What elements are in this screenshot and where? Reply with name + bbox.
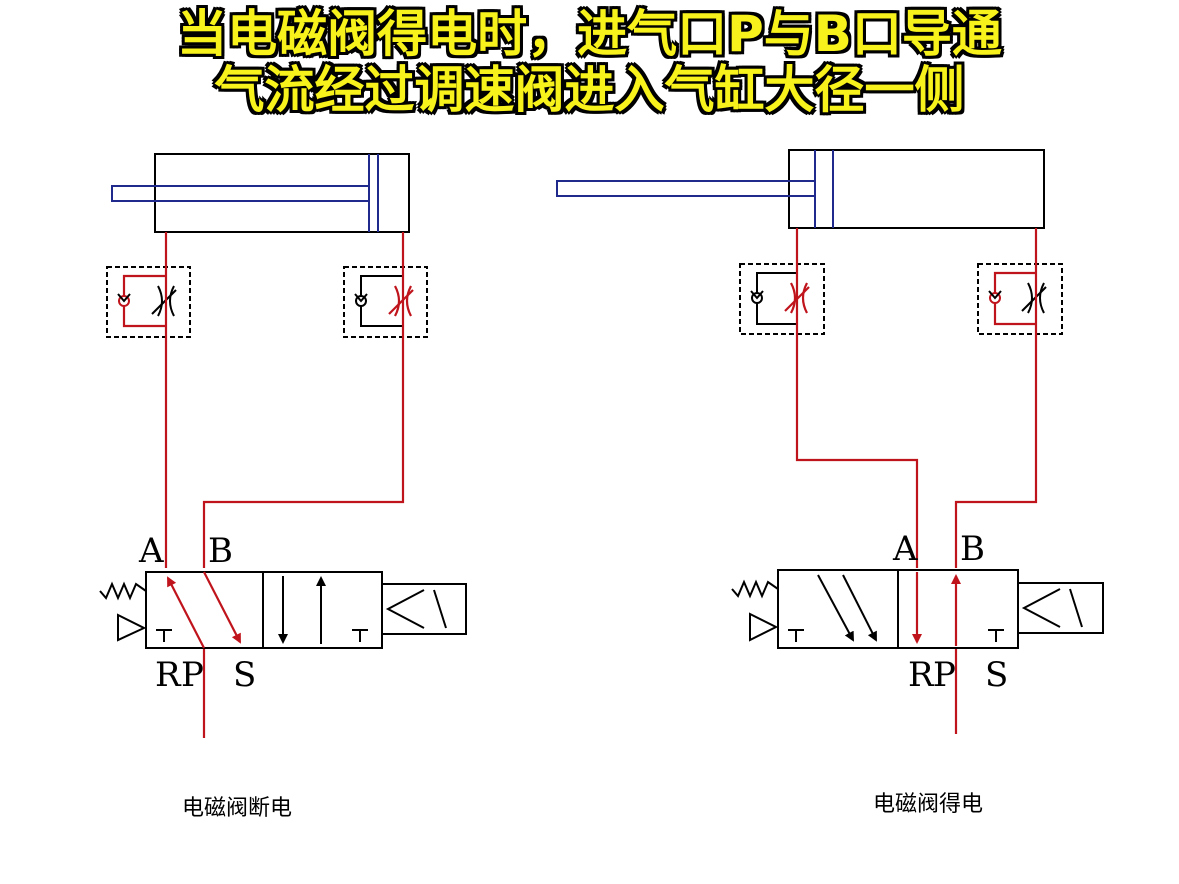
left-cylinder <box>111 153 410 233</box>
title-line-1: 当电磁阀得电时，进气口P与B口导通 <box>177 5 1002 63</box>
left-piping <box>164 232 405 738</box>
right-port-a-label: A <box>892 529 918 569</box>
right-port-p-label: P <box>933 655 956 695</box>
left-solenoid-valve <box>99 571 467 649</box>
right-speed-valve-a <box>739 263 825 335</box>
throttle-icon <box>790 282 808 314</box>
left-port-p-label: P <box>181 655 204 695</box>
pilot-triangle-icon <box>749 612 779 642</box>
left-port-a-label: A <box>138 531 164 571</box>
throttle-icon <box>1027 282 1045 314</box>
right-piston-rod <box>556 180 815 197</box>
throttle-icon <box>157 285 175 317</box>
left-port-b-label: B <box>208 531 233 571</box>
right-cylinder-body <box>788 149 1045 229</box>
left-port-s-label: S <box>233 655 256 695</box>
left-panel: A B R P S 电磁阀断电 <box>99 153 467 821</box>
left-port-r-label: R <box>155 655 182 695</box>
right-port-b-label: B <box>960 529 985 569</box>
pilot-triangle-icon <box>117 613 147 642</box>
solenoid-coil-icon <box>1017 582 1104 634</box>
title-line-2: 气流经过调速阀进入气缸大径一侧 <box>214 61 965 119</box>
title-banner: 当电磁阀得电时，进气口P与B口导通 气流经过调速阀进入气缸大径一侧 <box>0 6 1179 118</box>
spring-icon <box>731 579 779 599</box>
right-cylinder <box>556 149 1045 229</box>
left-speed-valve-a <box>106 266 191 338</box>
left-piston-rod <box>111 185 369 202</box>
left-cylinder-body <box>154 153 410 233</box>
right-port-s-label: S <box>985 655 1008 695</box>
throttle-icon <box>394 285 412 317</box>
left-caption: 电磁阀断电 <box>182 796 292 821</box>
right-panel: A B R P S 电磁阀得电 <box>556 149 1104 817</box>
left-speed-valve-b <box>343 266 428 338</box>
right-piping <box>795 228 1038 734</box>
right-solenoid-valve <box>731 569 1104 649</box>
solenoid-coil-icon <box>381 583 467 635</box>
right-caption: 电磁阀得电 <box>873 792 983 817</box>
spring-icon <box>99 581 147 601</box>
right-port-r-label: R <box>908 655 935 695</box>
right-speed-valve-b <box>977 263 1063 335</box>
